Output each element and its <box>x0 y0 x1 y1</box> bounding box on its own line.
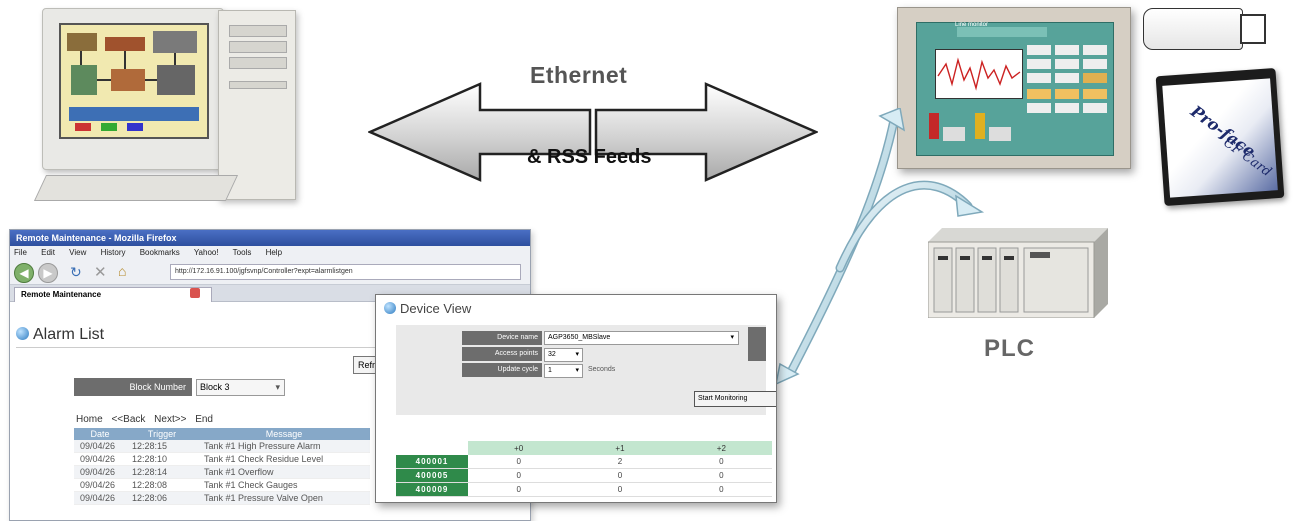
divider <box>16 347 516 348</box>
pager-back[interactable]: <<Back <box>111 414 146 425</box>
menu-help[interactable]: Help <box>265 248 283 257</box>
pager: Home <<Back Next>> End <box>76 414 219 425</box>
menu-bookmarks[interactable]: Bookmarks <box>139 248 180 257</box>
col-address <box>396 441 468 455</box>
connection-arrows <box>774 108 985 386</box>
hmi-touch-panel <box>897 7 1131 169</box>
col-message: Message <box>198 428 370 440</box>
device-view-title: Device View <box>384 301 471 316</box>
block-number-label: Block Number <box>74 378 192 396</box>
back-icon[interactable]: ◀ <box>14 263 34 283</box>
menu-edit[interactable]: Edit <box>41 248 55 257</box>
stop-icon[interactable]: ✕ <box>94 264 107 281</box>
ethernet-double-arrow <box>368 82 818 182</box>
block-number-select[interactable]: Block 3▾ <box>196 379 285 396</box>
cf-card: Pro-face CF Card <box>1155 67 1285 207</box>
menu-history[interactable]: History <box>100 248 126 257</box>
usb-stick <box>1143 8 1243 50</box>
globe-icon <box>16 327 29 340</box>
tab-label: Remote Maintenance <box>21 290 102 299</box>
menu-yahoo[interactable]: Yahoo! <box>193 248 219 257</box>
device-name-select[interactable]: AGP3650_MBSlave▾ <box>544 331 739 345</box>
chevron-down-icon: ▾ <box>575 351 579 358</box>
access-points-label: Access points <box>462 347 542 361</box>
browser-navbar: ◀ ▶ ↻ ✕ ⌂ http://172.16.91.100/jgfsvnp/C… <box>10 260 530 285</box>
access-points-select[interactable]: 32▾ <box>544 348 583 362</box>
page-title: Alarm List <box>16 326 104 344</box>
hmi-title <box>957 27 1047 37</box>
keyboard <box>33 175 239 201</box>
col-trigger: Trigger <box>126 428 198 440</box>
plc-rack <box>928 228 1108 318</box>
hmi-screen <box>916 22 1114 156</box>
chevron-down-icon: ▾ <box>575 367 579 374</box>
browser-tab[interactable]: Remote Maintenance <box>14 287 212 302</box>
desktop-monitor <box>42 8 224 170</box>
pager-home[interactable]: Home <box>76 414 103 425</box>
panel-sidebar <box>748 327 766 361</box>
forward-icon[interactable]: ▶ <box>38 263 58 283</box>
device-name-label: Device name <box>462 331 542 345</box>
col-offset-2: +2 <box>670 441 772 455</box>
col-offset-0: +0 <box>468 441 570 455</box>
globe-icon <box>384 302 396 314</box>
waveform-graph <box>935 49 1023 99</box>
rss-feeds-label: & RSS Feeds <box>527 146 652 168</box>
update-cycle-label: Update cycle <box>462 363 542 377</box>
pc-tower <box>218 10 296 200</box>
ethernet-label: Ethernet <box>530 62 628 88</box>
home-icon[interactable]: ⌂ <box>118 263 127 279</box>
tab-close-icon[interactable] <box>190 288 200 298</box>
update-unit: Seconds <box>588 366 616 373</box>
browser-title: Remote Maintenance - Mozilla Firefox <box>10 230 530 246</box>
menu-view[interactable]: View <box>69 248 87 257</box>
chevron-down-icon: ▾ <box>275 382 280 392</box>
pager-end[interactable]: End <box>195 414 213 425</box>
menu-tools[interactable]: Tools <box>232 248 252 257</box>
usb-connector-icon <box>1240 14 1266 44</box>
col-date: Date <box>74 428 126 440</box>
reload-icon[interactable]: ↻ <box>70 264 82 280</box>
chevron-down-icon: ▾ <box>730 334 734 341</box>
device-view-window: Device View Device name AGP3650_MBSlave▾… <box>375 294 777 503</box>
menu-file[interactable]: File <box>14 248 27 257</box>
col-offset-1: +1 <box>569 441 671 455</box>
hmi-title-text: Line monitor <box>955 22 989 28</box>
address-bar[interactable]: http://172.16.91.100/jgfsvnp/Controller?… <box>170 264 521 280</box>
browser-menubar: File Edit View History Bookmarks Yahoo! … <box>10 246 530 260</box>
scada-screen <box>59 23 209 139</box>
update-cycle-select[interactable]: 1▾ <box>544 364 583 378</box>
start-monitoring-button[interactable]: Start Monitoring <box>694 391 776 407</box>
plc-label: PLC <box>984 335 1035 362</box>
pager-next[interactable]: Next>> <box>154 414 187 425</box>
